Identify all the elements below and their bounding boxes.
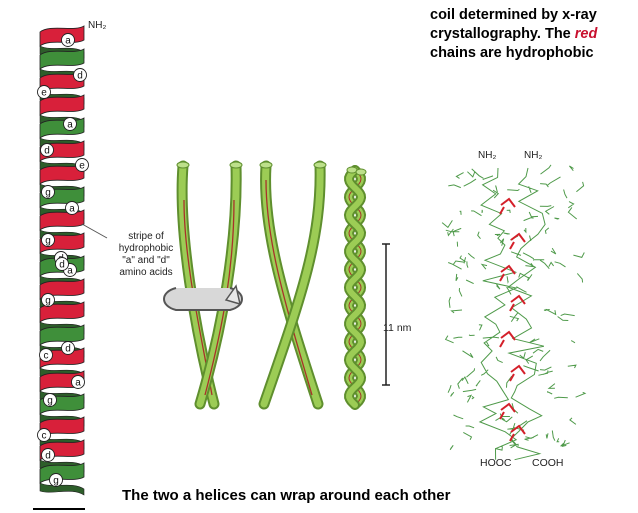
- residue-letter: d: [59, 260, 65, 271]
- helix-segment-back: [39, 482, 85, 496]
- residue-letter: d: [65, 344, 71, 355]
- residue-letter: a: [67, 266, 73, 277]
- description-line-2: crystallography. The red: [430, 25, 638, 44]
- coil-model-1: [163, 160, 243, 410]
- coil-model-2: [258, 160, 327, 410]
- residue-letter: c: [44, 351, 49, 362]
- helix-segment: [39, 163, 85, 185]
- description-text: coil determined by x-ray crystallography…: [430, 6, 638, 63]
- atomic-model: [441, 164, 587, 461]
- helix-segment: [39, 209, 85, 231]
- residue-letter: a: [75, 378, 81, 389]
- description-red-word: red: [574, 26, 598, 42]
- residue-letter: d: [44, 146, 50, 157]
- residue-letter: a: [67, 120, 73, 131]
- residue-letter: g: [53, 476, 59, 487]
- residue-letter: g: [45, 188, 51, 199]
- residue-letter: a: [69, 204, 75, 215]
- n-terminus-label: NH₂: [88, 20, 107, 31]
- helix-segment: [39, 117, 85, 139]
- bottom-rule: [33, 508, 85, 510]
- stripe-pointer-line: [81, 223, 108, 239]
- residue-marker: [41, 185, 55, 199]
- residue-marker: [41, 293, 55, 307]
- scale-bar-label: 11 nm: [383, 322, 412, 334]
- description-line-3: chains are hydrophobic: [430, 45, 594, 61]
- helix-segment: [39, 324, 85, 346]
- residue-marker: [39, 348, 53, 362]
- residue-marker: [65, 201, 79, 215]
- residue-letter: d: [77, 71, 83, 82]
- residue-letter: d: [45, 451, 51, 462]
- residue-marker: [40, 143, 54, 157]
- residue-marker: [37, 85, 51, 99]
- model-bottom-label-2: COOH: [532, 457, 564, 469]
- residue-marker: [49, 473, 63, 487]
- residue-marker: [73, 68, 87, 82]
- model-bottom-label-1: HOOC: [480, 457, 512, 469]
- residue-letter: a: [65, 36, 71, 47]
- atomic-model-bonds: [441, 164, 587, 461]
- residue-marker: [61, 341, 75, 355]
- description-line-1: coil determined by x-ray: [430, 7, 597, 23]
- coiled-coil-models: [163, 160, 367, 410]
- helix-segment: [39, 301, 85, 323]
- residue-marker: [71, 375, 85, 389]
- residue-letter: g: [45, 296, 51, 307]
- stripe-label-line-3: "a" and "d": [122, 255, 170, 266]
- helix-ribbon: adeadegadagdcdgagcdg: [37, 25, 89, 496]
- residue-letter: e: [41, 88, 47, 99]
- rotation-arrow-icon: [163, 287, 243, 311]
- residue-marker: [37, 428, 51, 442]
- residue-marker: [41, 233, 55, 247]
- coil-model-3: [343, 165, 367, 410]
- scale-bar: [382, 243, 390, 386]
- residue-marker: [43, 393, 57, 407]
- description-line-2-text: crystallography. The: [430, 26, 575, 42]
- stripe-label-line-1: stripe of: [128, 231, 164, 242]
- helix-segment: [39, 48, 85, 70]
- stripe-label: stripe of hydrophobic "a" and "d" amino …: [111, 231, 181, 279]
- residue-letter: e: [79, 161, 85, 172]
- residue-letter: c: [42, 431, 47, 442]
- model-top-label-2: NH₂: [524, 150, 543, 161]
- residue-marker: [63, 117, 77, 131]
- stripe-label-line-4: amino acids: [119, 267, 173, 278]
- figure-caption: The two a helices can wrap around each o…: [122, 487, 451, 504]
- residue-marker: [55, 257, 69, 271]
- helix-segment: [39, 94, 85, 116]
- residue-marker: [61, 33, 75, 47]
- residue-letter: g: [45, 236, 51, 247]
- residue-marker: [41, 448, 55, 462]
- model-top-label-1: NH₂: [478, 150, 497, 161]
- twisted-strand: [345, 167, 365, 408]
- residue-marker: [75, 158, 89, 172]
- stripe-label-line-2: hydrophobic: [118, 243, 174, 254]
- residue-letter: g: [47, 396, 53, 407]
- hydrophobic-contacts: [499, 197, 526, 442]
